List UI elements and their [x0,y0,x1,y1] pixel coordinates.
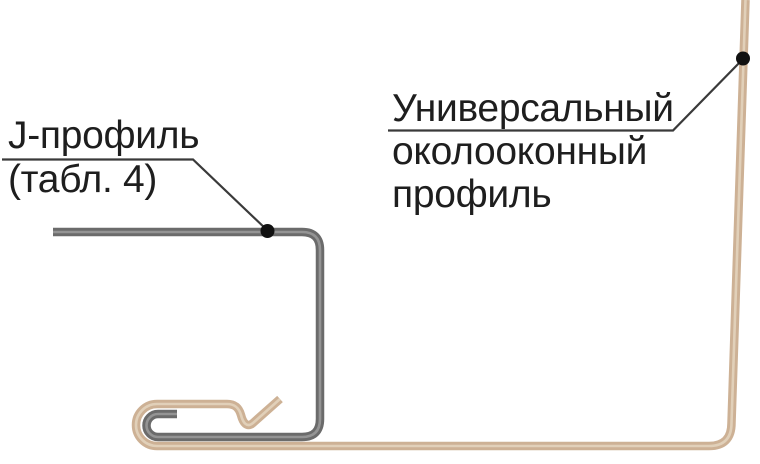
label-j-profile: J-профиль (табл. 4) [8,114,200,202]
callout-dot-j-profile [260,224,275,238]
leader-line-j-profile [2,158,269,232]
callout-dot-universal-profile [736,51,750,66]
j-profile-highlight [53,230,322,439]
label-j-profile-line2: (табл. 4) [8,158,158,201]
universal-profile-outline [131,0,750,451]
label-universal-profile-line2: околооконный [392,130,648,173]
label-j-profile-line1: J-профиль [8,114,200,157]
label-universal-profile-line1: Универсальный [392,87,674,130]
leader-line-universal-profile [388,58,744,132]
label-universal-profile-line3: профиль [392,173,552,216]
universal-profile-highlight [134,0,747,448]
label-universal-profile: Универсальный околооконный профиль [392,87,674,216]
